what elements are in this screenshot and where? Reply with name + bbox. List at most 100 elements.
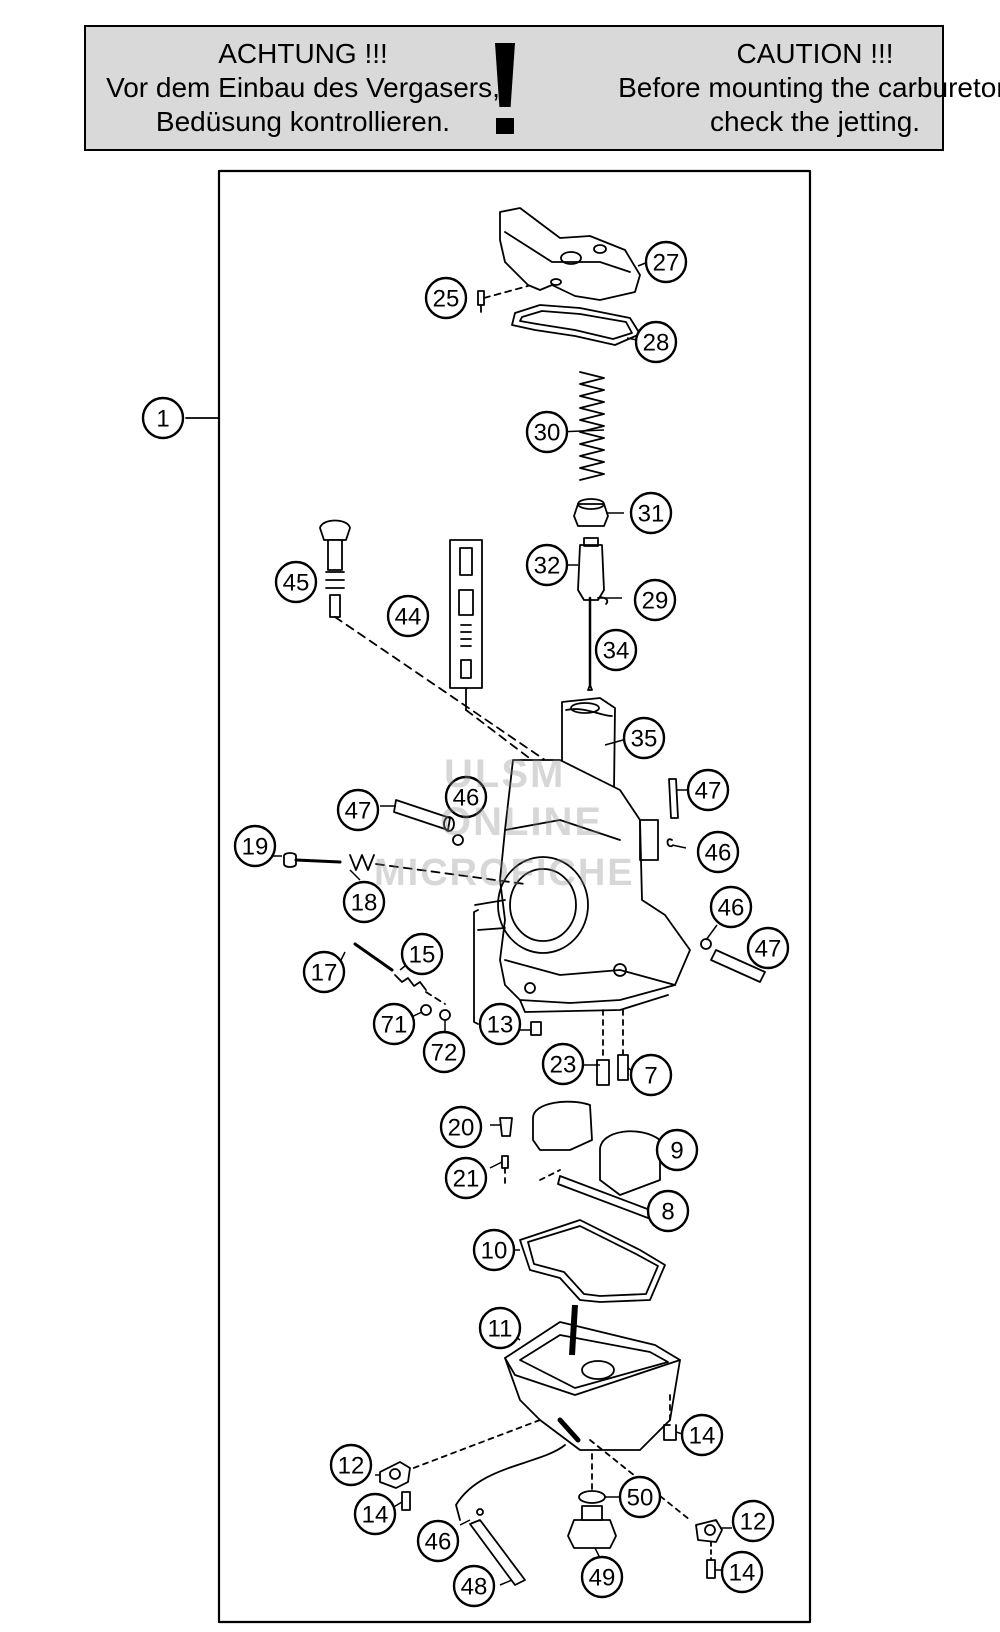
callout-circle: [439, 1105, 483, 1149]
callout-circle: [580, 1555, 624, 1599]
callout-label: 48: [461, 1574, 488, 1601]
callout-label: 13: [487, 1012, 514, 1039]
float-right-part: [599, 1130, 661, 1196]
callout-46: 46: [709, 885, 753, 929]
callout-circle: [422, 1030, 466, 1074]
float-bowl-gasket-part: [519, 1219, 666, 1303]
callout-label: 29: [642, 588, 669, 615]
float-bowl-part: [504, 1321, 681, 1451]
callout-47: 47: [336, 788, 380, 832]
callout-circle: [353, 1492, 397, 1536]
callout-50: 50: [618, 1475, 662, 1519]
callout-label: 17: [311, 960, 338, 987]
watermark-line3: MICROFICHE: [374, 852, 635, 894]
callout-circle: [646, 1189, 690, 1233]
callout-label: 8: [661, 1199, 674, 1226]
watermark-line1: ULSM: [444, 752, 566, 796]
callout-label: 14: [689, 1423, 716, 1450]
callout-13: 13: [478, 1002, 522, 1046]
callout-45: 45: [274, 560, 318, 604]
callout-label: 10: [481, 1238, 508, 1265]
callout-circle: [622, 716, 666, 760]
callout-label: 30: [534, 420, 561, 447]
callout-7: 7: [629, 1053, 673, 1097]
callout-label: 32: [534, 553, 561, 580]
callout-circle: [416, 1519, 460, 1563]
callout-35: 35: [622, 716, 666, 760]
carburetor-body-part: [499, 759, 691, 1004]
callout-label: 46: [453, 785, 480, 812]
callout-11: 11: [478, 1306, 522, 1350]
callout-label: 23: [550, 1052, 577, 1079]
callout-circle: [400, 932, 444, 976]
callout-label: 18: [351, 890, 378, 917]
callout-34: 34: [594, 628, 638, 672]
callout-label: 14: [729, 1560, 756, 1587]
callout-71: 71: [372, 1002, 416, 1046]
callout-circle: [644, 240, 688, 284]
callout-label: 35: [631, 726, 658, 753]
top-cover-edge: [504, 231, 631, 273]
callout-28: 28: [634, 320, 678, 364]
callout-label: 46: [425, 1529, 452, 1556]
callout-21: 21: [444, 1156, 488, 1200]
spring-part: [579, 371, 605, 481]
callout-circle: [444, 775, 488, 819]
callout-circle: [342, 880, 386, 924]
callout-circle: [525, 543, 569, 587]
warning-line2-en: check the jetting.: [709, 106, 921, 137]
callout-label: 27: [653, 250, 680, 277]
callout-circle: [629, 1053, 673, 1097]
callout-label: 34: [603, 638, 630, 665]
callout-8: 8: [646, 1189, 690, 1233]
callout-46: 46: [444, 775, 488, 819]
callout-label: 72: [431, 1040, 458, 1067]
callout-12: 12: [731, 1499, 775, 1543]
callout-17: 17: [302, 950, 346, 994]
callout-label: 46: [705, 840, 732, 867]
callout-circle: [141, 396, 185, 440]
callout-14: 14: [720, 1550, 764, 1594]
callout-label: 31: [638, 501, 665, 528]
callout-label: 11: [488, 1316, 513, 1343]
callout-label: 21: [453, 1166, 480, 1193]
callout-72: 72: [422, 1030, 466, 1074]
callout-46: 46: [696, 830, 740, 874]
callout-circle: [594, 628, 638, 672]
warning-title-en: CAUTION !!!: [736, 38, 894, 69]
callout-49: 49: [580, 1555, 624, 1599]
callout-label: 46: [718, 895, 745, 922]
callout-label: 47: [695, 778, 722, 805]
callout-circle: [233, 824, 277, 868]
callout-30: 30: [525, 410, 569, 454]
callout-circle: [452, 1564, 496, 1608]
callout-47: 47: [686, 768, 730, 812]
callout-47: 47: [746, 926, 790, 970]
callout-label: 28: [643, 330, 670, 357]
callout-label: 47: [345, 798, 372, 825]
warning-line2-de: Bedüsung kontrollieren.: [155, 106, 451, 137]
watermark-line2: ONLINE: [440, 800, 604, 844]
callout-label: 49: [589, 1565, 616, 1592]
warning-text-english: CAUTION !!! Before mounting the carburet…: [600, 37, 1000, 139]
callout-circle: [686, 768, 730, 812]
callout-29: 29: [633, 578, 677, 622]
float-left-part: [532, 1100, 593, 1151]
callout-31: 31: [629, 491, 673, 535]
callout-15: 15: [400, 932, 444, 976]
callout-label: 19: [242, 834, 269, 861]
callout-circle: [680, 1413, 724, 1457]
callout-label: 12: [338, 1453, 365, 1480]
callout-label: 47: [755, 936, 782, 963]
callout-label: 25: [433, 286, 460, 313]
callout-circle: [372, 1002, 416, 1046]
callout-25: 25: [424, 276, 468, 320]
callout-circle: [444, 1156, 488, 1200]
callout-12: 12: [329, 1443, 373, 1487]
callout-circle: [302, 950, 346, 994]
callout-circle: [696, 830, 740, 874]
callout-10: 10: [472, 1228, 516, 1272]
jet-kit-frame: [449, 539, 483, 689]
callout-circle: [424, 276, 468, 320]
